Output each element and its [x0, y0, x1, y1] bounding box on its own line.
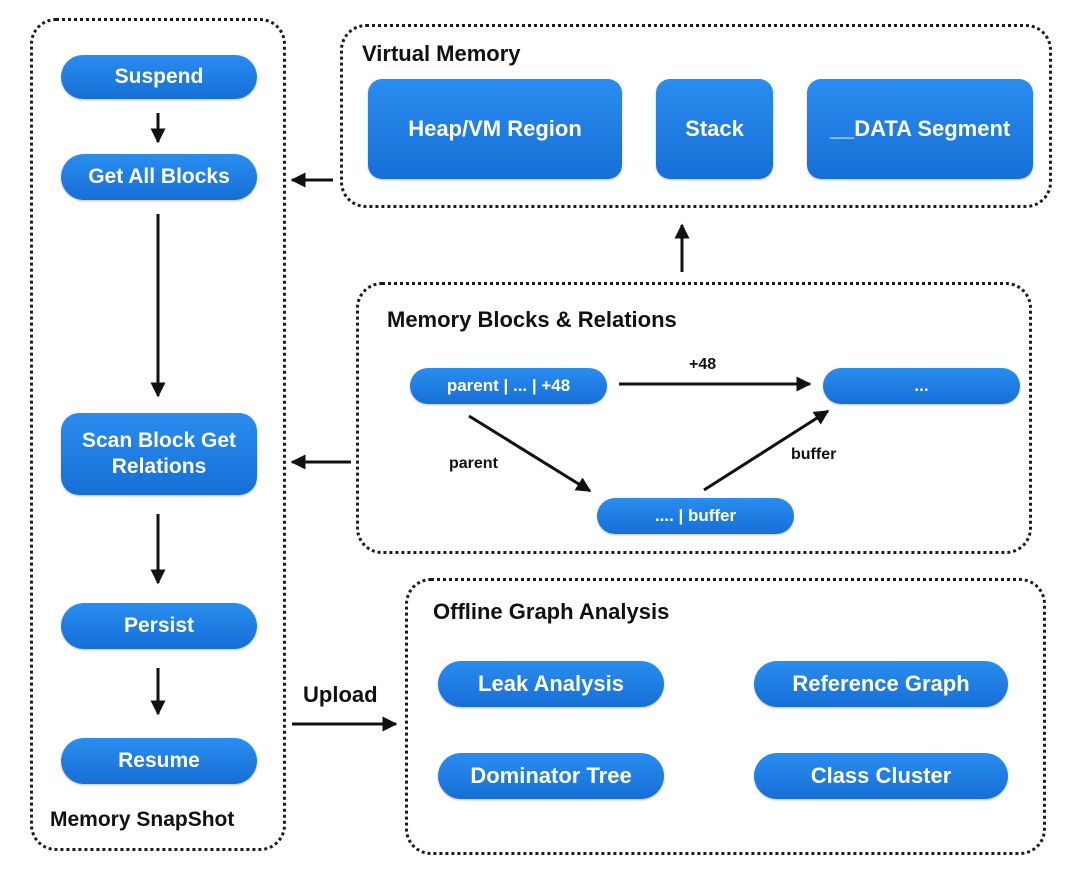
get-all-blocks-node: Get All Blocks	[61, 154, 257, 200]
offline-analysis-group	[405, 578, 1046, 855]
target-block-label: ...	[914, 376, 929, 396]
resume-label: Resume	[118, 748, 200, 772]
reference-graph-node: Reference Graph	[754, 661, 1008, 707]
class-cluster-node: Class Cluster	[754, 753, 1008, 799]
buffer-block-label: .... | buffer	[654, 506, 737, 526]
get-all-blocks-label: Get All Blocks	[88, 164, 230, 188]
memory-snapshot-title: Memory SnapShot	[50, 808, 235, 831]
virtual-memory-title: Virtual Memory	[362, 41, 521, 66]
edge-label-parent: parent	[449, 455, 498, 472]
stack-node: Stack	[656, 79, 773, 179]
edge-label-buffer: buffer	[791, 446, 837, 463]
dominator-tree-label: Dominator Tree	[470, 763, 632, 789]
parent-block-node: parent | ... | +48	[410, 368, 607, 404]
persist-label: Persist	[123, 613, 195, 637]
resume-node: Resume	[61, 738, 257, 784]
scan-block-label: Scan Block Get Relations	[81, 428, 237, 478]
virtual-memory-group	[340, 24, 1052, 208]
dominator-tree-node: Dominator Tree	[438, 753, 664, 799]
offline-analysis-title: Offline Graph Analysis	[433, 599, 670, 624]
persist-node: Persist	[61, 603, 257, 649]
scan-block-node: Scan Block Get Relations	[61, 413, 257, 495]
memory-blocks-group	[356, 282, 1032, 554]
heap-vm-region-label: Heap/VM Region	[408, 116, 582, 142]
parent-block-label: parent | ... | +48	[446, 376, 571, 396]
memory-blocks-title: Memory Blocks & Relations	[387, 307, 677, 332]
target-block-node: ...	[823, 368, 1020, 404]
heap-vm-region-node: Heap/VM Region	[368, 79, 622, 179]
stack-label: Stack	[685, 116, 744, 142]
leak-analysis-label: Leak Analysis	[478, 671, 624, 697]
upload-label: Upload	[303, 682, 378, 707]
suspend-node: Suspend	[61, 55, 257, 99]
arrow-edge-parent	[468, 414, 592, 493]
class-cluster-label: Class Cluster	[810, 763, 952, 789]
buffer-block-node: .... | buffer	[597, 498, 794, 534]
data-segment-node: __DATA Segment	[807, 79, 1033, 179]
data-segment-label: __DATA Segment	[829, 116, 1011, 142]
memory-snapshot-group	[30, 18, 286, 851]
leak-analysis-node: Leak Analysis	[438, 661, 664, 707]
reference-graph-label: Reference Graph	[792, 671, 970, 697]
arrow-edge-buffer	[703, 409, 830, 492]
suspend-label: Suspend	[114, 64, 204, 88]
edge-label-plus48: +48	[689, 356, 717, 373]
